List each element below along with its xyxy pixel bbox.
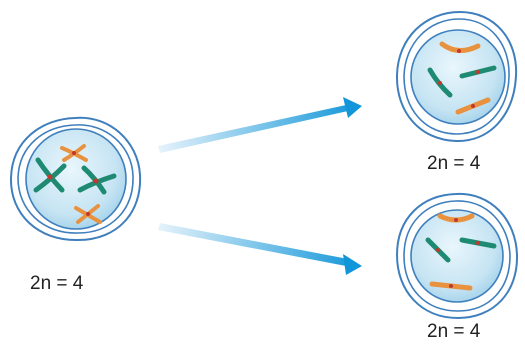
arrowhead [343,97,362,118]
chromosome-orange-x [60,144,88,162]
chromosome-green-x [33,157,67,193]
daughter-cell-bottom-label: 2n = 4 [427,321,481,342]
daughter-cell-top [395,10,518,143]
arrowhead [343,254,362,275]
daughter-cell-bottom [395,192,519,320]
parent-cell-label: 2n = 4 [30,273,84,294]
chromosome-orange-x [74,204,102,224]
arrow-to-bottom-daughter [158,223,362,275]
daughter-nucleus [410,209,504,303]
arrow-to-top-daughter [158,97,362,153]
parent-cell [9,116,142,242]
chromosome-green-x [77,165,117,195]
parent-nucleus [25,128,127,230]
daughter-cell-top-label: 2n = 4 [427,153,481,174]
